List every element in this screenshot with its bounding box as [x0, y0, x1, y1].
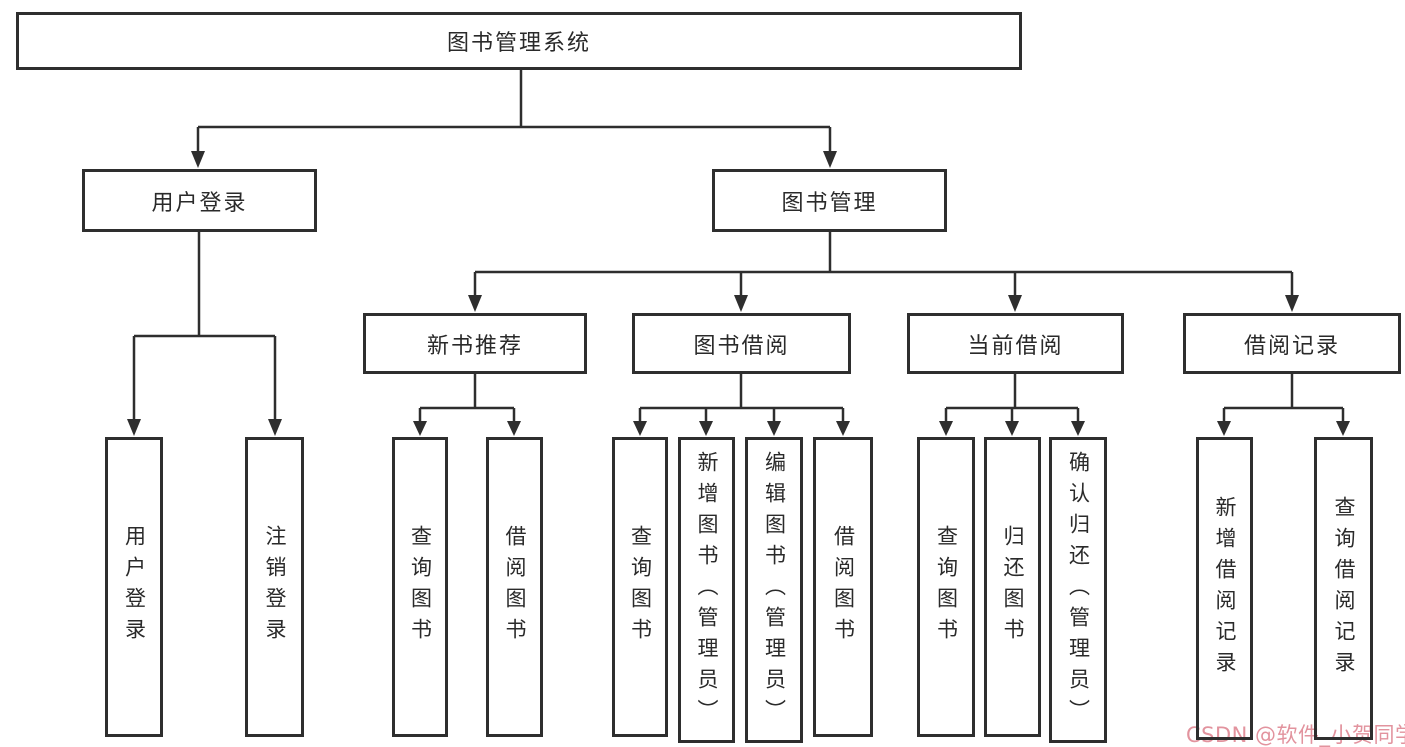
node-label: 新书推荐 [426, 333, 523, 359]
leaf-query-borrow-record: 查询借阅记录 [1314, 437, 1373, 740]
connector-book-borrow-children [633, 374, 850, 436]
leaf-add-borrow-record: 新增借阅记录 [1196, 437, 1253, 740]
leaf-label: 查询借阅记录 [1332, 495, 1356, 682]
node-label: 图书管理 [781, 190, 878, 216]
leaf-edit-books-admin: 编辑图书（管理员） [745, 437, 803, 743]
leaf-label: 新增图书（管理员） [695, 450, 719, 730]
node-book-borrowing: 图书借阅 [632, 313, 851, 374]
node-label: 借阅记录 [1243, 333, 1340, 359]
node-label: 图书借阅 [693, 333, 790, 359]
connector-root-to-level2 [191, 70, 837, 168]
node-label: 用户登录 [151, 190, 248, 216]
leaf-borrow-books: 借阅图书 [813, 437, 873, 737]
connector-book-mgmt-children [468, 232, 1299, 312]
node-label: 当前借阅 [967, 333, 1064, 359]
leaf-borrow-books-recommend: 借阅图书 [486, 437, 543, 737]
leaf-label: 查询图书 [628, 525, 653, 649]
connector-user-login-children [127, 232, 282, 436]
leaf-label: 编辑图书（管理员） [762, 450, 787, 730]
leaf-return-books: 归还图书 [984, 437, 1041, 737]
leaf-label: 归还图书 [1001, 525, 1025, 649]
leaf-query-books-borrowing: 查询图书 [612, 437, 668, 737]
node-library-management-system: 图书管理系统 [16, 12, 1022, 70]
leaf-label: 查询图书 [934, 525, 959, 649]
node-new-book-recommend: 新书推荐 [363, 313, 587, 374]
leaf-label: 借阅图书 [503, 525, 527, 649]
leaf-query-books-recommend: 查询图书 [392, 437, 448, 737]
leaf-label: 借阅图书 [831, 525, 856, 649]
leaf-label: 确认归还（管理员） [1066, 450, 1091, 730]
connector-current-borrow-children [939, 374, 1085, 436]
csdn-watermark: CSDN @软件_小贺同学 [1186, 723, 1405, 747]
leaf-query-books-current: 查询图书 [917, 437, 975, 737]
leaf-label: 用户登录 [122, 525, 147, 649]
node-borrowing-records: 借阅记录 [1183, 313, 1401, 374]
leaf-confirm-return-admin: 确认归还（管理员） [1049, 437, 1107, 743]
connector-new-book-rec-children [413, 374, 521, 436]
node-user-login: 用户登录 [82, 169, 317, 232]
node-book-management: 图书管理 [712, 169, 947, 232]
leaf-logout: 注销登录 [245, 437, 304, 737]
node-label: 图书管理系统 [446, 31, 591, 56]
leaf-label: 查询图书 [408, 525, 433, 649]
leaf-label: 新增借阅记录 [1213, 495, 1237, 682]
connector-borrow-records-children [1217, 374, 1350, 436]
node-current-borrowing: 当前借阅 [907, 313, 1124, 374]
leaf-user-login: 用户登录 [105, 437, 163, 737]
leaf-label: 注销登录 [263, 525, 287, 649]
leaf-add-books-admin: 新增图书（管理员） [678, 437, 735, 743]
